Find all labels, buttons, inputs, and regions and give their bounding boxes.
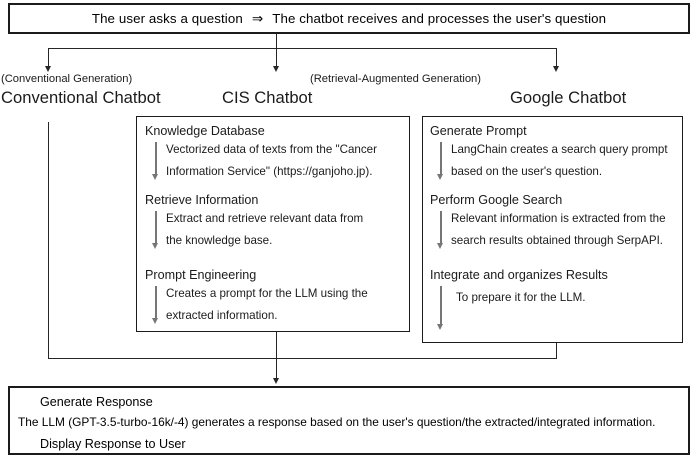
arrowhead-bottom-box xyxy=(272,378,279,384)
cis-step-1-line-2: Information Service" (https://ganjoho.jp… xyxy=(166,165,373,178)
cis-step-2-arrowhead-icon xyxy=(152,243,159,249)
google-chatbot-box xyxy=(422,116,683,343)
google-step-1-arrowhead-icon xyxy=(437,174,444,180)
connector-branch-right xyxy=(556,48,557,67)
cis-step-3-arrow-shaft xyxy=(155,286,157,320)
cis-step-2-line-2: the knowledge base. xyxy=(166,234,273,247)
cis-chatbot-box xyxy=(136,116,410,332)
connector-conventional-bypass-vertical xyxy=(48,122,49,359)
cis-step-2-line-1: Extract and retrieve relevant data from xyxy=(166,212,364,225)
google-step-1-line-2: based on the user's question. xyxy=(451,165,603,178)
implies-arrow-icon: ⇒ xyxy=(251,10,264,26)
connector-google-down xyxy=(556,343,557,359)
bottom-box-body: The LLM (GPT-3.5-turbo-16k/-4) generates… xyxy=(18,415,656,429)
bottom-box-footer: Display Response to User xyxy=(40,437,186,451)
top-box-right-text: The chatbot receives and processes the u… xyxy=(272,11,607,26)
cis-step-3-line-2: extracted information. xyxy=(166,309,278,322)
connector-merge-horizontal xyxy=(48,358,557,359)
google-step-3-arrow-shaft xyxy=(440,286,442,326)
cis-step-1-heading: Knowledge Database xyxy=(145,124,265,138)
column-subtitle-rag: (Retrieval-Augmented Generation) xyxy=(310,73,482,85)
connector-cis-down xyxy=(276,332,277,359)
google-step-1-arrow-shaft xyxy=(440,142,442,176)
google-step-2-arrowhead-icon xyxy=(437,243,444,249)
top-box-left-text: The user asks a question xyxy=(91,11,243,26)
google-step-2-line-1: Relevant information is extracted from t… xyxy=(451,212,666,225)
cis-step-3-arrowhead-icon xyxy=(152,318,159,324)
column-subtitle-conventional: (Conventional Generation) xyxy=(1,73,133,85)
google-step-2-line-2: search results obtained through SerpAPI. xyxy=(451,234,664,247)
bottom-response-box: Generate Response The LLM (GPT-3.5-turbo… xyxy=(8,386,690,455)
google-step-3-heading: Integrate and organizes Results xyxy=(430,268,608,282)
cis-step-3-line-1: Creates a prompt for the LLM using the xyxy=(166,287,368,300)
cis-step-1-arrow-shaft xyxy=(155,142,157,176)
arrowhead-left-branch xyxy=(44,66,51,72)
connector-merge-to-bottom xyxy=(276,358,277,379)
google-step-3-arrowhead-icon xyxy=(437,324,444,330)
column-title-conventional: Conventional Chatbot xyxy=(1,88,161,107)
column-title-google: Google Chatbot xyxy=(510,88,627,107)
connector-branch-middle xyxy=(276,48,277,67)
google-step-2-arrow-shaft xyxy=(440,211,442,245)
arrowhead-middle-branch xyxy=(272,66,279,72)
column-title-cis: CIS Chatbot xyxy=(222,88,313,107)
cis-step-3-heading: Prompt Engineering xyxy=(145,268,257,282)
cis-step-1-arrowhead-icon xyxy=(152,174,159,180)
connector-branch-left xyxy=(48,48,49,67)
cis-step-2-heading: Retrieve Information xyxy=(145,193,259,207)
cis-step-1-line-1: Vectorized data of texts from the "Cance… xyxy=(166,143,377,156)
google-step-2-heading: Perform Google Search xyxy=(430,193,563,207)
arrowhead-right-branch xyxy=(552,66,559,72)
bottom-box-heading: Generate Response xyxy=(40,395,153,409)
connector-distribute-horizontal xyxy=(48,48,556,49)
google-step-3-line-1: To prepare it for the LLM. xyxy=(456,291,586,304)
connector-trunk-down xyxy=(276,34,277,49)
top-process-box: The user asks a question ⇒ The chatbot r… xyxy=(8,3,690,34)
google-step-1-heading: Generate Prompt xyxy=(430,124,527,138)
google-step-1-line-1: LangChain creates a search query prompt xyxy=(451,143,668,156)
cis-step-2-arrow-shaft xyxy=(155,211,157,245)
